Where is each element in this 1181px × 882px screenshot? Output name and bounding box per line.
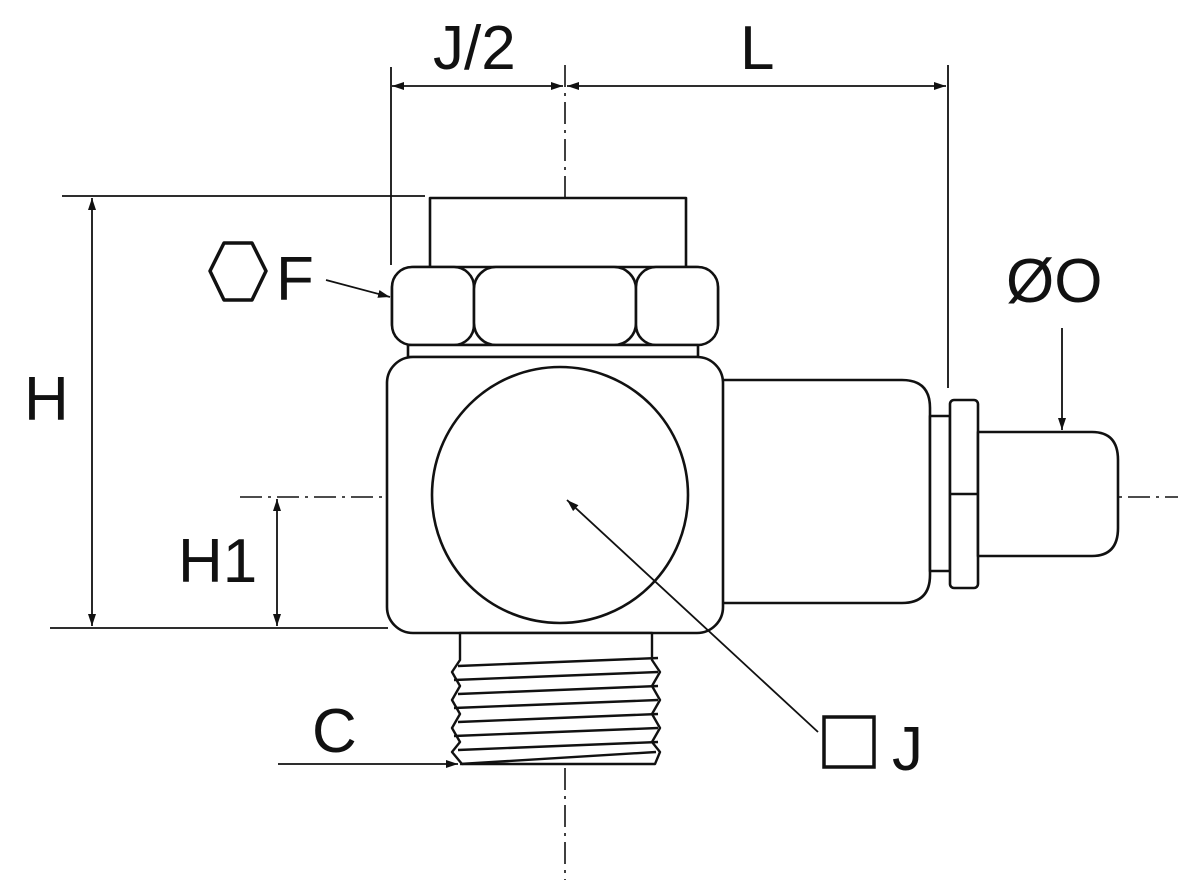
fitting-body <box>385 196 1120 635</box>
threaded-stud <box>450 631 662 766</box>
hexagon-icon <box>208 241 268 302</box>
leader-f <box>325 279 391 298</box>
label-j-half: J/2 <box>433 14 516 83</box>
label-c: C <box>312 697 357 766</box>
label-h: H <box>24 365 69 434</box>
label-h1: H1 <box>178 527 257 596</box>
hex-nut <box>390 265 720 359</box>
circular-port <box>430 365 690 625</box>
leader-j <box>566 499 819 733</box>
dimension-lines <box>50 65 1066 768</box>
top-cap <box>428 196 688 270</box>
side-tube <box>713 378 1120 605</box>
label-l: L <box>740 14 774 83</box>
square-icon <box>822 715 876 769</box>
label-o: ØO <box>1006 247 1102 316</box>
label-f: F <box>276 245 314 314</box>
label-j: J <box>892 715 923 784</box>
